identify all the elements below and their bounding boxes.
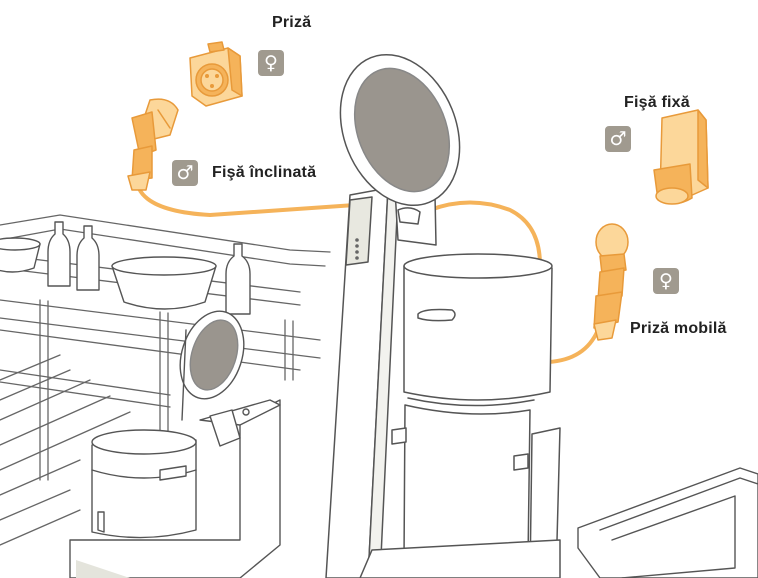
bowl-small: [0, 238, 40, 272]
male-symbol-badge: ♂: [605, 126, 631, 152]
angled-plug-icon: [128, 99, 178, 190]
mobile-socket-icon: [594, 224, 628, 340]
female-symbol-badge: ♀: [653, 268, 679, 294]
cable-mobile-socket-tail: [548, 330, 598, 362]
mobile-socket-label: Priză mobilă: [630, 320, 727, 338]
small-mixer: [70, 303, 280, 578]
female-symbol-badge: ♀: [258, 50, 284, 76]
fixed-plug-label: Fişă fixă: [624, 94, 690, 112]
angled-plug-label: Fişă înclinată: [212, 164, 316, 182]
bowl-large: [112, 257, 216, 309]
wall-socket-icon: [190, 42, 242, 106]
male-symbol-badge: ♂: [172, 160, 198, 186]
socket-label: Priză: [272, 14, 311, 32]
large-mixer: [319, 37, 560, 578]
fixed-inlet-icon: [654, 110, 708, 204]
right-counter: [578, 468, 758, 578]
